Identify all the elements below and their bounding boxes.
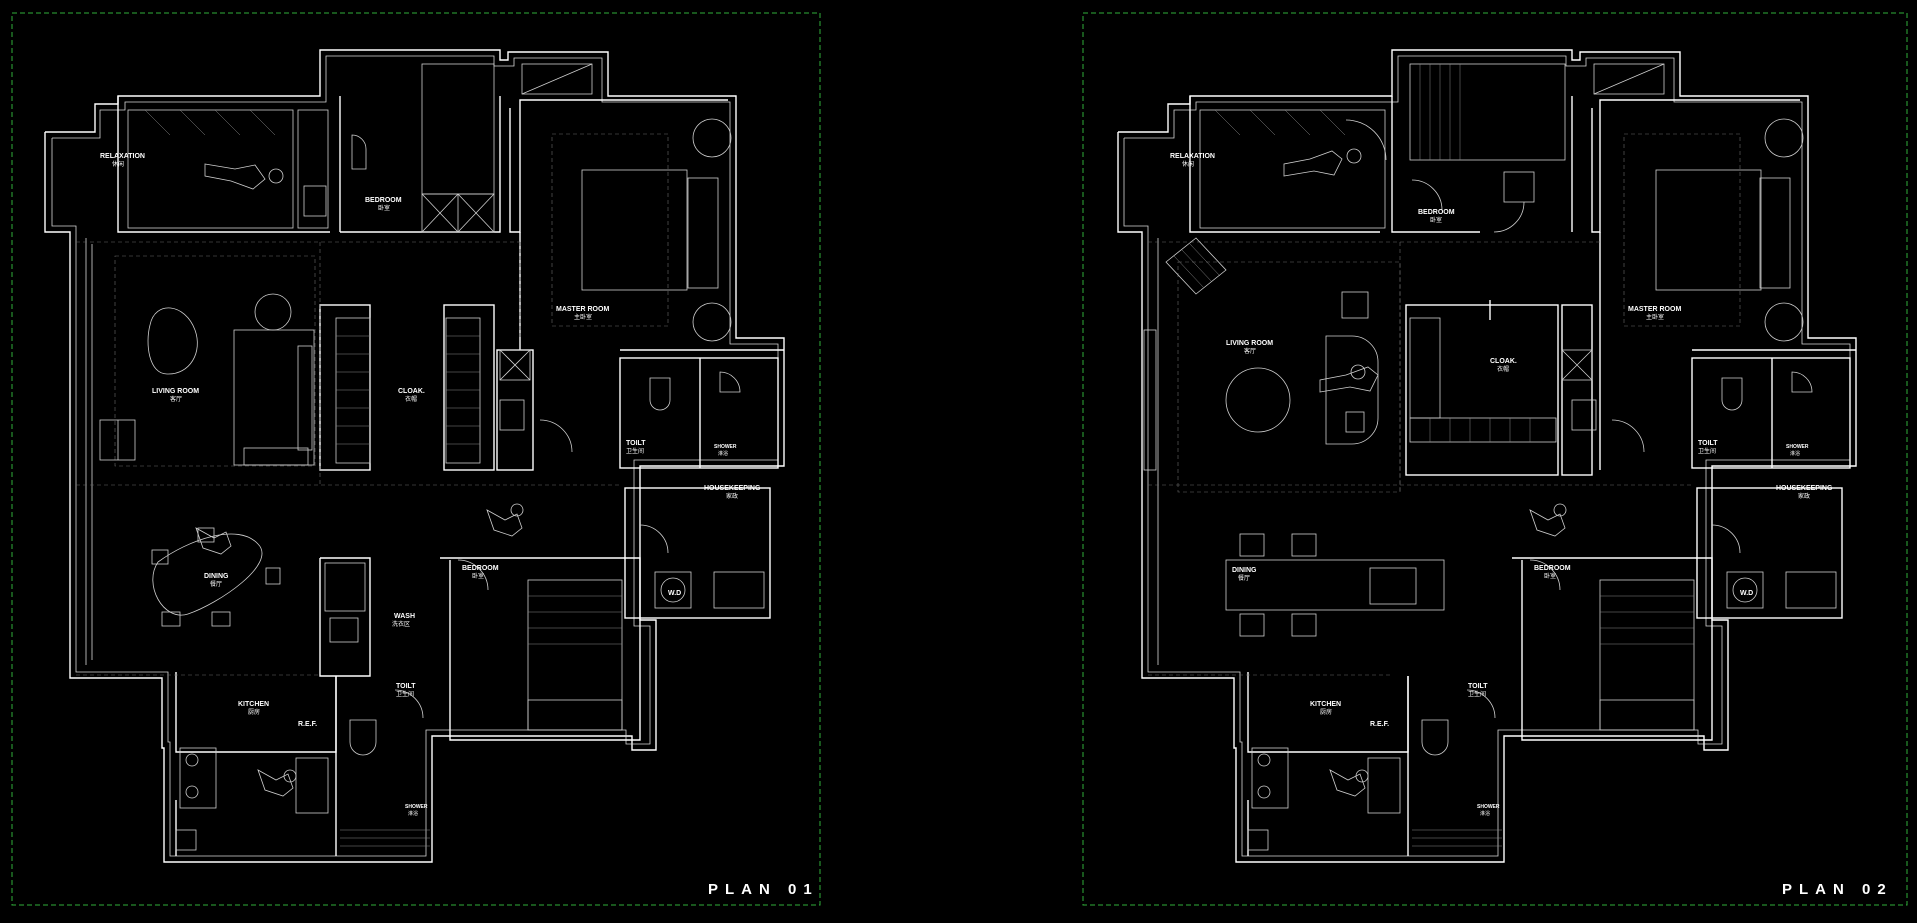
room-sublabel-bedroom-top: 卧室 (378, 204, 390, 212)
room-label-cloak: CLOAK. (398, 388, 425, 395)
plan-02-partitions (1189, 96, 1856, 856)
room-sublabel-bedroom-bottom: 卧室 (1544, 572, 1556, 580)
room-label-master: MASTER ROOM (1628, 306, 1681, 313)
room-label-living: LIVING ROOM (1226, 340, 1273, 347)
plan-02-zone-lines (1148, 133, 1741, 676)
room-label-toilet-top: TOILT (1698, 440, 1718, 447)
room-sublabel-shower-bottom: 淋浴 (1480, 810, 1490, 817)
room-sublabel-bedroom-bottom: 卧室 (472, 572, 484, 580)
plan-02-frame (1082, 12, 1908, 906)
room-label-wd: W.D (1740, 590, 1753, 597)
room-label-relaxation: RELAXATION (100, 153, 145, 160)
room-sublabel-relaxation: 休闲 (1182, 160, 1194, 168)
room-sublabel-master: 主卧室 (574, 313, 592, 321)
room-sublabel-cloak: 衣帽 (1497, 365, 1509, 373)
plan-02: RELAXATION 休闲 BEDROOM 卧室 MASTER ROOM 主卧室… (1082, 12, 1908, 906)
plan-02-room-labels: RELAXATION 休闲 BEDROOM 卧室 MASTER ROOM 主卧室… (1170, 153, 1833, 817)
room-label-housekeeping: HOUSEKEEPING (1776, 485, 1833, 492)
room-sublabel-living: 客厅 (170, 395, 182, 403)
room-label-housekeeping: HOUSEKEEPING (704, 485, 761, 492)
room-sublabel-kitchen: 厨房 (248, 708, 260, 716)
room-sublabel-living: 客厅 (1244, 347, 1256, 355)
plan-01-room-labels: RELAXATION 休闲 BEDROOM 卧室 MASTER ROOM 主卧室… (100, 153, 761, 817)
room-sublabel-relaxation: 休闲 (112, 160, 124, 168)
room-sublabel-cloak: 衣帽 (405, 395, 417, 403)
room-sublabel-bedroom-top: 卧室 (1430, 216, 1442, 224)
plan-01-title: PLAN 01 (708, 881, 819, 898)
room-sublabel-dining: 餐厅 (210, 580, 222, 588)
room-label-wash: WASH (394, 613, 415, 620)
room-label-wd: W.D (668, 590, 681, 597)
room-sublabel-shower: 淋浴 (1790, 450, 1800, 457)
room-label-bedroom-top: BEDROOM (365, 197, 402, 204)
room-label-kitchen: KITCHEN (238, 701, 269, 708)
room-label-dining: DINING (1232, 567, 1257, 574)
plan-01-furniture (99, 63, 765, 851)
plan-01: RELAXATION 休闲 BEDROOM 卧室 MASTER ROOM 主卧室… (11, 12, 821, 906)
room-label-shower: SHOWER (1786, 444, 1809, 450)
room-label-bedroom-bottom: BEDROOM (1534, 565, 1571, 572)
room-label-living: LIVING ROOM (152, 388, 199, 395)
room-label-shower: SHOWER (714, 444, 737, 450)
room-sublabel-wash: 洗衣区 (392, 620, 410, 628)
room-sublabel-dining: 餐厅 (1238, 574, 1250, 582)
room-sublabel-toilet-bottom: 卫生间 (1468, 690, 1486, 698)
room-sublabel-toilet-top: 卫生间 (1698, 447, 1716, 455)
room-label-ref: R.E.F. (1370, 721, 1389, 728)
room-label-bedroom-top: BEDROOM (1418, 209, 1455, 216)
plan-01-zone-lines (76, 133, 669, 676)
room-label-bedroom-bottom: BEDROOM (462, 565, 499, 572)
room-sublabel-housekeeping: 家政 (1798, 492, 1810, 500)
room-sublabel-kitchen: 厨房 (1320, 708, 1332, 716)
room-sublabel-toilet-top: 卫生间 (626, 447, 644, 455)
room-sublabel-master: 主卧室 (1646, 313, 1664, 321)
room-label-toilet-bottom: TOILT (396, 683, 416, 690)
plan-01-frame (11, 12, 821, 906)
room-sublabel-housekeeping: 家政 (726, 492, 738, 500)
room-label-relaxation: RELAXATION (1170, 153, 1215, 160)
plan-02-furniture (1143, 63, 1837, 851)
room-label-master: MASTER ROOM (556, 306, 609, 313)
room-label-toilet-top: TOILT (626, 440, 646, 447)
room-label-dining: DINING (204, 573, 229, 580)
room-sublabel-shower: 淋浴 (718, 450, 728, 457)
room-sublabel-shower-bottom: 淋浴 (408, 810, 418, 817)
room-label-cloak: CLOAK. (1490, 358, 1517, 365)
room-label-ref: R.E.F. (298, 721, 317, 728)
room-label-toilet-bottom: TOILT (1468, 683, 1488, 690)
room-label-shower-bottom: SHOWER (405, 804, 428, 810)
room-label-kitchen: KITCHEN (1310, 701, 1341, 708)
room-sublabel-toilet-bottom: 卫生间 (396, 690, 414, 698)
plan-02-title: PLAN 02 (1782, 881, 1893, 898)
room-label-shower-bottom: SHOWER (1477, 804, 1500, 810)
